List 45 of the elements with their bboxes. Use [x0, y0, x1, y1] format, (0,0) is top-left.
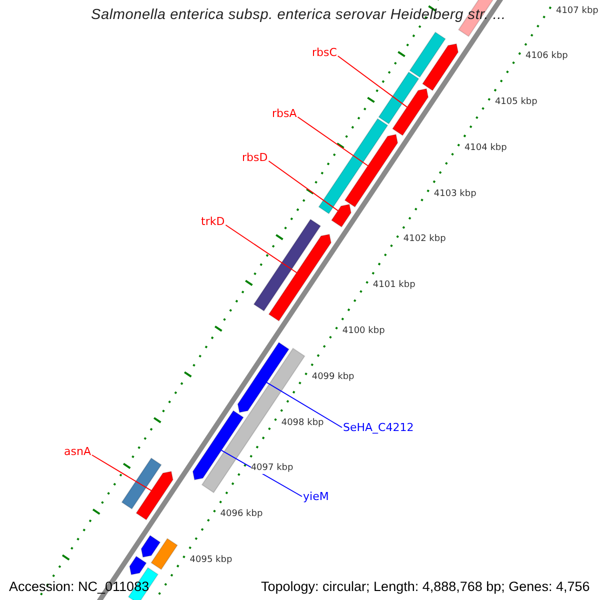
gene-bar	[378, 71, 420, 124]
leader-line	[297, 116, 368, 166]
gene-feature	[192, 410, 244, 480]
gene-label: rbsD	[242, 151, 268, 164]
gene-feature	[268, 234, 332, 322]
gene-feature	[392, 88, 429, 136]
gene-bar	[253, 218, 322, 312]
scale-label: 4104 kbp	[464, 142, 507, 154]
scale-label: 4095 kbp	[190, 554, 232, 566]
gene-bar	[201, 348, 306, 494]
leader-line	[266, 382, 342, 428]
scale-label: 4103 kbp	[434, 188, 476, 200]
genome-info-text: Topology: circular; Length: 4,888,768 bp; Genes: 4,756	[261, 579, 590, 594]
gene-label: asnA	[64, 445, 91, 458]
gene-feature	[422, 43, 459, 92]
gene-label: trkD	[201, 215, 225, 228]
gene-bar	[318, 118, 388, 214]
gene-feature	[140, 534, 161, 558]
scale-label: 4107 kbp	[556, 6, 598, 17]
scale-label: 4106 kbp	[525, 51, 568, 62]
gene-feature	[129, 556, 147, 576]
gene-bar	[409, 32, 446, 78]
scale-label: 4097 kbp	[250, 463, 294, 474]
gene-bar	[150, 538, 178, 570]
gene-label: rbsC	[312, 46, 337, 59]
leader-line	[91, 454, 152, 492]
leader-line	[337, 56, 408, 108]
gene-feature	[344, 134, 398, 208]
gene-bar	[121, 457, 162, 510]
gene-label: rbsA	[272, 107, 297, 120]
leader-line	[225, 224, 298, 274]
gene-label: yieM	[303, 490, 329, 503]
gene-feature	[330, 204, 352, 228]
scale-label: 4098 kbp	[281, 418, 324, 429]
scale-label: 4100 kbp	[342, 326, 385, 337]
gene-label: SeHA_C4212	[343, 421, 414, 434]
map-title: Salmonella enterica subsp. enterica serovar Heidelberg str. ...	[91, 9, 506, 22]
leader-line	[268, 160, 338, 212]
scale-label: 4099 kbp	[312, 372, 354, 383]
scale-label: 4096 kbp	[220, 509, 263, 520]
gene-feature	[136, 470, 174, 520]
gene-feature	[237, 342, 290, 413]
scale-label: 4105 kbp	[494, 97, 538, 108]
scale-label: 4102 kbp	[403, 234, 446, 246]
scale-label: 4101 kbp	[372, 280, 416, 292]
